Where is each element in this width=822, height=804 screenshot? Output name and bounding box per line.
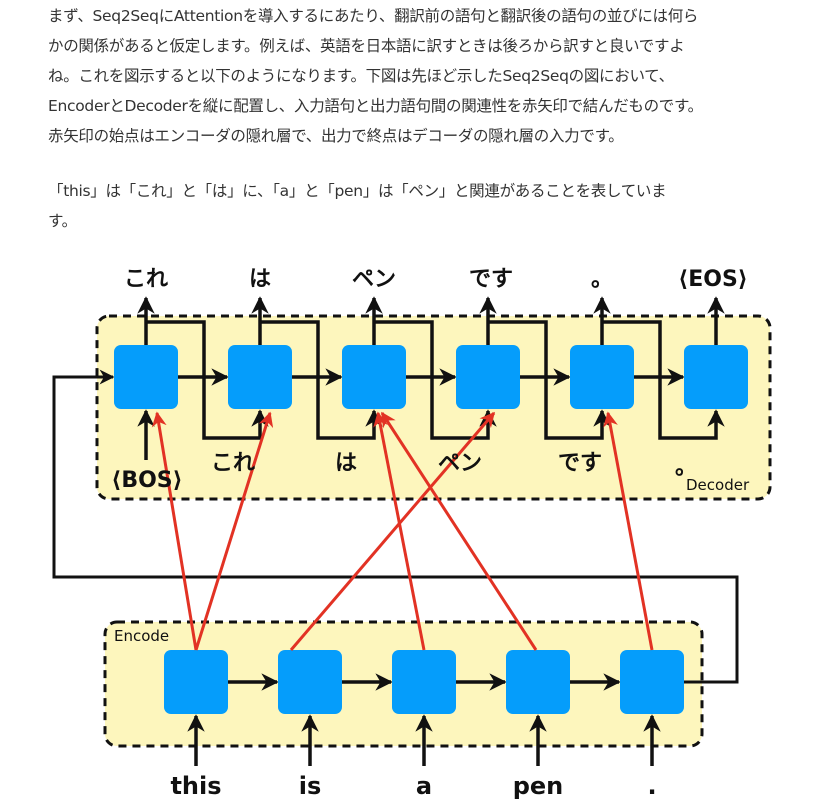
- decoder-input-label: 。: [675, 455, 697, 480]
- encoder-input-label: a: [416, 772, 432, 800]
- decoder-output-label: ペン: [352, 267, 396, 292]
- decoder-cell: [570, 345, 634, 409]
- encoder-cell: [392, 650, 456, 714]
- cells-layer: [114, 345, 748, 714]
- decoder-cell: [114, 345, 178, 409]
- encoder-cell: [506, 650, 570, 714]
- intro-line: まず、Seq2SeqにAttentionを導入するにあたり、翻訳前の語句と翻訳後…: [48, 7, 699, 25]
- decoder-cell: [684, 345, 748, 409]
- attention-arrow: [603, 411, 654, 651]
- decoder-input-label: は: [335, 451, 357, 476]
- decoder-input-label: これ: [211, 451, 255, 476]
- attention-arrow: [194, 411, 274, 651]
- encoder-cell: [278, 650, 342, 714]
- encoder-input-label: is: [299, 772, 322, 800]
- context-vector-arrow: [52, 369, 739, 684]
- intro-line: EncoderとDecoderを縦に配置し、入力語句と出力語句間の関連性を赤矢印…: [48, 97, 703, 115]
- intro-line: 赤矢印の始点はエンコーダの隠れ層で、出力で終点はデコーダの隠れ層の入力です。: [48, 127, 624, 145]
- encoder-input-label: pen: [513, 772, 564, 800]
- decoder-feedback-arrow: [146, 320, 269, 440]
- example-line: 「this」は「これ」と「は」に、「a」と「pen」は「ペン」と関連があることを…: [48, 182, 667, 200]
- encoder-cell: [620, 650, 684, 714]
- decoder-cell: [342, 345, 406, 409]
- decoder-feedback-arrow: [602, 320, 725, 440]
- decoder-output-label: です: [469, 267, 513, 292]
- decoder-output-label: は: [249, 267, 271, 292]
- decoder-input-label: ⟨BOS⟩: [111, 468, 182, 493]
- decoder-panel-label: Decoder: [686, 476, 750, 494]
- decoder-cell: [456, 345, 520, 409]
- encoder-input-label: this: [170, 772, 221, 800]
- encoder-cell: [164, 650, 228, 714]
- attention-arrow: [380, 411, 538, 651]
- attention-arrow: [151, 411, 198, 651]
- encoder-input-label: .: [647, 772, 656, 800]
- encoder-panel-label: Encode: [114, 627, 169, 645]
- decoder-input-label: ペン: [438, 451, 482, 476]
- intro-line: ね。これを図示すると以下のようになります。下図は先ほど示したSeq2Seqの図に…: [48, 67, 674, 85]
- decoder-feedback-arrow: [488, 320, 611, 440]
- attention-arrow: [373, 411, 426, 651]
- intro-line: かの関係があると仮定します。例えば、英語を日本語に訳すときは後ろから訳すと良いで…: [48, 37, 685, 55]
- decoder-cell: [228, 345, 292, 409]
- decoder-feedback-arrow: [374, 320, 497, 440]
- attention-layer: [151, 411, 654, 651]
- example-paragraph: 「this」は「これ」と「は」に、「a」と「pen」は「ペン」と関連があることを…: [48, 176, 768, 236]
- wires-layer: [52, 296, 739, 766]
- decoder-output-label: これ: [124, 267, 168, 292]
- attention-arrow: [289, 411, 496, 651]
- decoder-output-label: ⟨EOS⟩: [678, 267, 748, 292]
- intro-paragraph: まず、Seq2SeqにAttentionを導入するにあたり、翻訳前の語句と翻訳後…: [48, 1, 768, 151]
- decoder-feedback-arrow: [260, 320, 383, 440]
- decoder-input-label: です: [558, 451, 602, 476]
- decoder-output-label: 。: [591, 267, 613, 292]
- example-line: す。: [48, 212, 77, 230]
